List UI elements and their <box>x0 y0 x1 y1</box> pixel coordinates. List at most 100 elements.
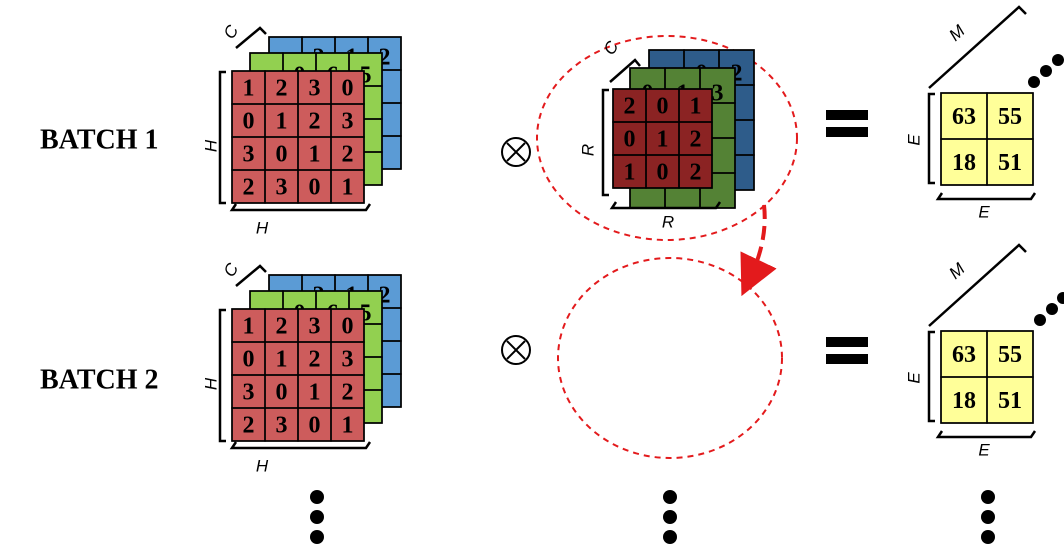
filter-front-channel-cell-value: 2 <box>690 160 702 186</box>
batch-1-output-grid: 63 55 18 51 <box>940 92 1034 186</box>
equals-sign-1 <box>826 110 868 137</box>
batch-2-input-front-channel-cell-value: 3 <box>309 314 321 340</box>
batch-1-output-grid-cell-value: 18 <box>952 150 976 176</box>
batch-2-input-front-channel-cell-value: 2 <box>309 347 321 373</box>
filter-r-bracket-bottom <box>609 201 722 210</box>
filter-green-value: 3 <box>712 81 724 107</box>
batch-2-output-grid-cell-value: 63 <box>952 342 976 368</box>
batch-2-output-e-label-left: E <box>905 372 924 384</box>
batch-1-input-front-channel-cell-value: 0 <box>342 76 354 102</box>
filter-c-label: C <box>600 37 623 58</box>
batch-2-output-grid-cell-value: 18 <box>952 388 976 414</box>
batch-2-output-e-label-bottom: E <box>978 441 990 460</box>
batch-1-input-front-channel-cell-value: 1 <box>243 76 255 102</box>
batch-2-input-front-channel-cell-value: 3 <box>243 380 255 406</box>
batch-2-output-m-bracket <box>928 243 1027 327</box>
batch-2-input-front-channel-cell-value: 2 <box>342 380 354 406</box>
batch-1-input-front-channel-cell-value: 0 <box>309 175 321 201</box>
batch-2-input-front-channel-cell <box>330 407 365 442</box>
batch-2-input-front-channel-cell-value: 2 <box>243 413 255 439</box>
filter-front-channel-cell-value: 0 <box>624 127 636 153</box>
batch-2-input-front-channel-cell-value: 1 <box>276 347 288 373</box>
batch-1-input-c-label: C <box>220 21 243 42</box>
batch-1-input-front-channel-cell-value: 3 <box>243 142 255 168</box>
batch-1-input-front-channel-cell-value: 2 <box>342 142 354 168</box>
output-channel-dots-1 <box>1028 54 1064 88</box>
batch-2-input-front-channel-cell-value: 0 <box>342 314 354 340</box>
batch-1-output-grid-cell-value: 51 <box>998 150 1022 176</box>
batch-2-input-front-channel-cell-value: 1 <box>243 314 255 340</box>
batch-2-input-c-label: C <box>220 259 243 280</box>
batch-1-input-front-channel-cell-value: 1 <box>276 109 288 135</box>
batch-1-input-front-channel-cell-value: 3 <box>276 175 288 201</box>
filter-dashed-circle-2 <box>557 257 783 459</box>
batch-2-output-grid-cell-value: 55 <box>998 342 1022 368</box>
batch-1-output-e-label-bottom: E <box>978 203 990 222</box>
batch-2-output-m-label: M <box>945 259 969 283</box>
batch-2-output-e-bracket-left <box>927 330 935 423</box>
convolve-operator-1 <box>501 137 531 167</box>
filter-front-channel-background <box>612 88 713 189</box>
output-ellipsis-dots <box>981 490 995 544</box>
filter-r-bracket-left <box>601 88 609 197</box>
filter-reuse-arrow <box>740 204 777 297</box>
batch-1-input-h-label-left: H <box>202 139 221 152</box>
filter-dashed-circle-1 <box>536 35 798 241</box>
batch-2-output-grid-cell-value: 51 <box>998 388 1022 414</box>
batch-2-input-front-channel-cell-value: 3 <box>276 413 288 439</box>
batch-1-input-front-channel-cell-value: 3 <box>309 76 321 102</box>
filter-front-channel-cell-value: 1 <box>624 160 636 186</box>
batch-1-input-front-channel-cell-value: 2 <box>243 175 255 201</box>
batch-1-input-front-channel-cell-value: 2 <box>276 76 288 102</box>
batch-2-label: BATCH 2 <box>40 365 159 396</box>
batch-1-input-front-channel-cell-value: 2 <box>309 109 321 135</box>
filter-ellipsis-dots <box>663 490 677 544</box>
batch-1-output-grid-cell-value: 55 <box>998 104 1022 130</box>
batch-2-input-front-channel-cell-value: 3 <box>342 347 354 373</box>
batch-1-label: BATCH 1 <box>40 125 159 156</box>
batch-1-input-front-channel-cell <box>330 169 365 204</box>
batch-2-input-h-bracket-left <box>218 308 226 443</box>
batch-2-input-front-channel-cell-value: 2 <box>276 314 288 340</box>
batch-2-input-h-label-bottom: H <box>256 457 269 476</box>
batch-2-input-front-channel-cell-value: 0 <box>276 380 288 406</box>
batch-2-input-h-label-left: H <box>202 377 221 390</box>
batch-1-output-grid-cell-value: 63 <box>952 104 976 130</box>
filter-front-channel-cell-value: 0 <box>657 94 669 120</box>
batch-1-input-h-label-bottom: H <box>256 219 269 238</box>
convolve-operator-2 <box>501 335 531 365</box>
filter-c-bracket <box>609 58 641 83</box>
filter-front-channel-cell-value: 1 <box>657 127 669 153</box>
batch-1-output-e-bracket-left <box>927 92 935 185</box>
batch-2-input-c-bracket <box>235 264 267 287</box>
batch-1-output-m-bracket <box>928 5 1027 89</box>
batch-1-input-h-bracket-left <box>218 70 226 205</box>
batch-2-output-grid-cell <box>986 376 1034 424</box>
batch-1-input-front-channel-cell-value: 0 <box>276 142 288 168</box>
batch-1-input-front-channel-cell-value: 1 <box>309 142 321 168</box>
filter-front-channel-cell-value: 2 <box>624 94 636 120</box>
batch-1-input-front-channel-cell-value: 0 <box>243 109 255 135</box>
batch-1-output-e-bracket-bottom <box>935 192 1037 201</box>
batch-2-output-grid: 63 55 18 51 <box>940 330 1034 424</box>
filter-front-channel-cell-value: 2 <box>690 127 702 153</box>
output-channel-dots-2 <box>1034 292 1064 326</box>
batch-1-output-grid-cell <box>986 138 1034 186</box>
filter-front-channel-cell-value: 1 <box>690 94 702 120</box>
batch-2-input-h-bracket-bottom <box>229 441 372 450</box>
filter-front-channel-cell-value: 0 <box>657 160 669 186</box>
batch-2-input-front-channel-cell-value: 0 <box>243 347 255 373</box>
batch-2-input-front-channel-cell-value: 0 <box>309 413 321 439</box>
batch-1-output-e-label-left: E <box>905 134 924 146</box>
equals-sign-2 <box>826 337 868 364</box>
batch-1-input-c-bracket <box>235 26 267 49</box>
filter-r-label-bottom: R <box>662 213 674 232</box>
filter-front-channel-cell <box>678 154 713 189</box>
filter-r-label-left: R <box>579 144 598 156</box>
batch-1-input-h-bracket-bottom <box>229 203 372 212</box>
input-ellipsis-dots <box>310 490 324 544</box>
